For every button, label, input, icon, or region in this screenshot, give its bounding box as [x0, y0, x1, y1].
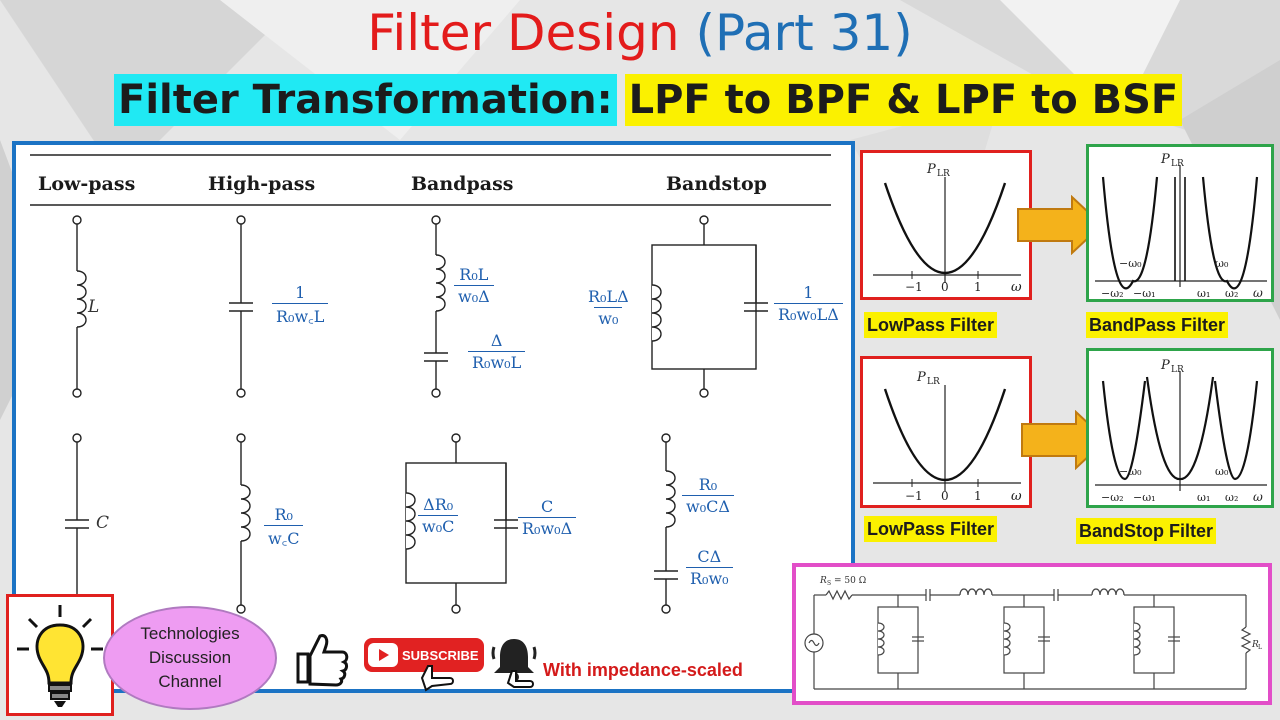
frac-bp-L-row2: ΔR₀ w₀C	[418, 495, 459, 536]
lowpass-curve-2: P LR −1 0 1 ω	[873, 370, 1022, 504]
plr-label-bp: P	[1160, 152, 1170, 167]
frac-hp-row2: R₀ w꜀C	[264, 505, 304, 549]
lightbulb-icon	[17, 605, 103, 707]
tick-0-2: 0	[941, 489, 949, 503]
subscribe-button[interactable]: SUBSCRIBE	[364, 638, 484, 672]
plr-sub-2: LR	[927, 377, 940, 387]
bp-center-pos: ω₀	[1215, 257, 1229, 270]
bp-tick-negw2: −ω₂	[1101, 287, 1124, 299]
channel-badge: Technologies Discussion Channel	[103, 606, 277, 710]
rl-label: R	[1251, 640, 1259, 650]
subtitle-left: Filter Transformation:	[114, 74, 617, 126]
omega-label-2: ω	[1011, 489, 1022, 504]
plr-sub-bs: LR	[1171, 365, 1184, 375]
subtitle: Filter Transformation: LPF to BPF & LPF …	[114, 74, 1183, 126]
bs-tick-negw2: −ω₂	[1101, 491, 1124, 504]
bandpass-graph: P LR −ω₀ ω₀ −ω₂ −ω₁ ω₁ ω₂ ω	[1086, 144, 1274, 302]
label-lowpass-2: LowPass Filter	[864, 516, 998, 542]
bandstop-graph: P LR −ω₀ ω₀ −ω₂ −ω₁ ω₁ ω₂ ω	[1086, 348, 1274, 508]
lowpass-curve-1: P LR −1 0 1 ω	[873, 162, 1022, 295]
label-bandstop: BandStop Filter	[1076, 518, 1216, 544]
bandstop-curve: P LR −ω₀ ω₀ −ω₂ −ω₁ ω₁ ω₂ ω	[1095, 358, 1267, 504]
bp-tick-w1: ω₁	[1197, 287, 1210, 299]
bp-tick-w2: ω₂	[1225, 287, 1238, 299]
frac-bp-C-row2: C R₀w₀Δ	[518, 497, 577, 538]
label-lowpass-1: LowPass Filter	[864, 312, 998, 338]
frac-bs-C-row2: CΔ R₀w₀	[686, 547, 733, 588]
plr-sub: LR	[937, 169, 950, 179]
circuit-schematic: R S = 50 Ω R L	[804, 576, 1262, 690]
title-part: (Part 31)	[695, 4, 913, 62]
rs-label: R	[819, 576, 827, 586]
hand-cursor-icon	[420, 665, 454, 692]
bp-omega: ω	[1253, 286, 1263, 299]
plr-label-2: P	[916, 370, 926, 385]
label-bandpass: BandPass Filter	[1086, 312, 1229, 338]
lowpass-graph-2: P LR −1 0 1 ω	[860, 356, 1032, 508]
omega-label: ω	[1011, 280, 1022, 295]
frac-bs-L-row2: R₀ w₀CΔ	[682, 475, 734, 516]
plr-label: P	[926, 162, 936, 177]
bs-tick-w1: ω₁	[1197, 491, 1210, 504]
frac-hp-row1: 1 R₀w꜀L	[272, 283, 329, 327]
bs-tick-negw1: −ω₁	[1133, 491, 1156, 504]
table-circuits	[30, 154, 831, 614]
plr-sub-bp: LR	[1171, 159, 1184, 169]
play-icon	[368, 643, 398, 667]
subscribe-label: SUBSCRIBE	[402, 647, 479, 663]
frac-bp-L-row1: R₀L w₀Δ	[454, 265, 494, 306]
title-main: Filter Design	[367, 4, 680, 62]
bs-tick-w2: ω₂	[1225, 491, 1238, 504]
col-header-bandpass: Bandpass	[411, 173, 514, 195]
plr-label-bs: P	[1160, 358, 1170, 373]
rs-value: = 50 Ω	[834, 576, 866, 586]
channel-line-1: Technologies	[140, 624, 240, 643]
col-header-lowpass: Low-pass	[38, 173, 136, 195]
subtitle-right: LPF to BPF & LPF to BSF	[624, 74, 1183, 126]
tick-neg1-2: −1	[905, 489, 923, 503]
col-header-bandstop: Bandstop	[666, 173, 767, 195]
bandpass-curve: P LR −ω₀ ω₀ −ω₂ −ω₁ ω₁ ω₂ ω	[1095, 152, 1267, 299]
bp-center-neg: −ω₀	[1119, 257, 1142, 270]
channel-line-3: Channel	[158, 672, 222, 691]
bs-center-neg: −ω₀	[1119, 465, 1142, 478]
bs-center-pos: ω₀	[1215, 465, 1229, 478]
lowpass-graph-1: P LR −1 0 1 ω	[860, 150, 1032, 300]
channel-line-2: Discussion	[148, 648, 232, 667]
rl-sub: L	[1258, 644, 1262, 651]
col-header-highpass: High-pass	[208, 173, 316, 195]
tick-1-2: 1	[974, 489, 982, 503]
tick-1: 1	[974, 280, 982, 294]
frac-bp-C-row1: Δ R₀w₀L	[468, 331, 526, 372]
bell-icon[interactable]	[490, 633, 538, 689]
label-L: L	[88, 297, 100, 317]
frac-bs-L-row1: R₀LΔ w₀	[588, 287, 629, 328]
footer-text: With impedance-scaled	[543, 660, 743, 680]
filter-circuit: R S = 50 Ω R L	[792, 563, 1272, 705]
bs-omega: ω	[1253, 490, 1263, 504]
bp-tick-negw1: −ω₁	[1133, 287, 1156, 299]
lightbulb-badge	[6, 594, 114, 716]
page-title: Filter Design (Part 31)	[0, 2, 1280, 64]
frac-bs-C-row1: 1 R₀w₀LΔ	[774, 283, 843, 324]
thumbs-up-icon[interactable]	[292, 628, 352, 688]
tick-neg1: −1	[905, 280, 923, 294]
label-C: C	[96, 513, 110, 533]
rs-sub: S	[827, 580, 831, 587]
transformation-table: Low-pass High-pass Bandpass Bandstop L C…	[12, 141, 855, 693]
tick-0: 0	[941, 280, 949, 294]
